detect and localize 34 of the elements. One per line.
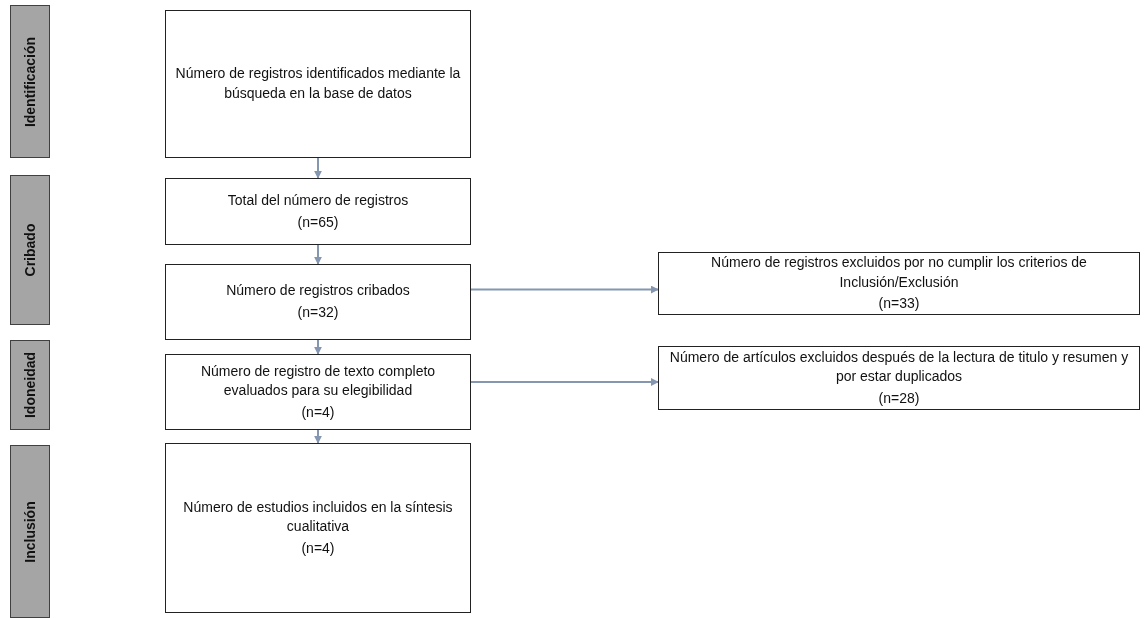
box-text: (n=28): [878, 388, 920, 408]
stage-band: [10, 340, 50, 430]
stage-band: [10, 5, 50, 158]
arrow: [314, 429, 322, 444]
arrow: [314, 157, 322, 179]
process-box: [165, 10, 471, 158]
stage-label: Inclusión: [22, 500, 38, 563]
arrow: [470, 378, 659, 386]
stage-band: [10, 445, 50, 618]
stage-label: Identificación: [22, 36, 38, 127]
box-text: Número de artículos excluidos después de la lectura de titulo y resumen y por estar duplicados: [668, 347, 1130, 387]
stage-label: Idoneidad: [22, 351, 38, 419]
box-text: Número de registro de texto completo evaluados para su elegibilidad: [199, 361, 437, 401]
process-box: [165, 443, 471, 613]
process-box: [165, 178, 471, 245]
box-text: Número de registros identificados mediante la búsqueda en la base de datos: [174, 64, 462, 103]
box-text: (n=4): [301, 402, 335, 422]
box-text: Número de estudios incluidos en la síntesis cualitativa: [182, 497, 454, 537]
stage-label: Cribado: [22, 223, 38, 277]
process-box: [165, 354, 471, 430]
process-box: [658, 252, 1140, 315]
box-text: (n=4): [301, 538, 335, 558]
arrow: [314, 339, 322, 355]
process-box: [658, 346, 1140, 410]
box-text: (n=65): [297, 212, 339, 232]
box-text: (n=32): [297, 303, 339, 322]
arrow: [470, 285, 659, 294]
box-text: (n=33): [878, 294, 920, 314]
arrow: [314, 244, 322, 265]
box-text: Número de registros excluidos por no cumplir los criterios de Inclusión/Exclusión: [710, 253, 1088, 292]
box-text: Total del número de registros: [227, 190, 409, 210]
stage-band: [10, 175, 50, 325]
box-text: Número de registros cribados: [226, 281, 410, 301]
process-box: [165, 264, 471, 340]
